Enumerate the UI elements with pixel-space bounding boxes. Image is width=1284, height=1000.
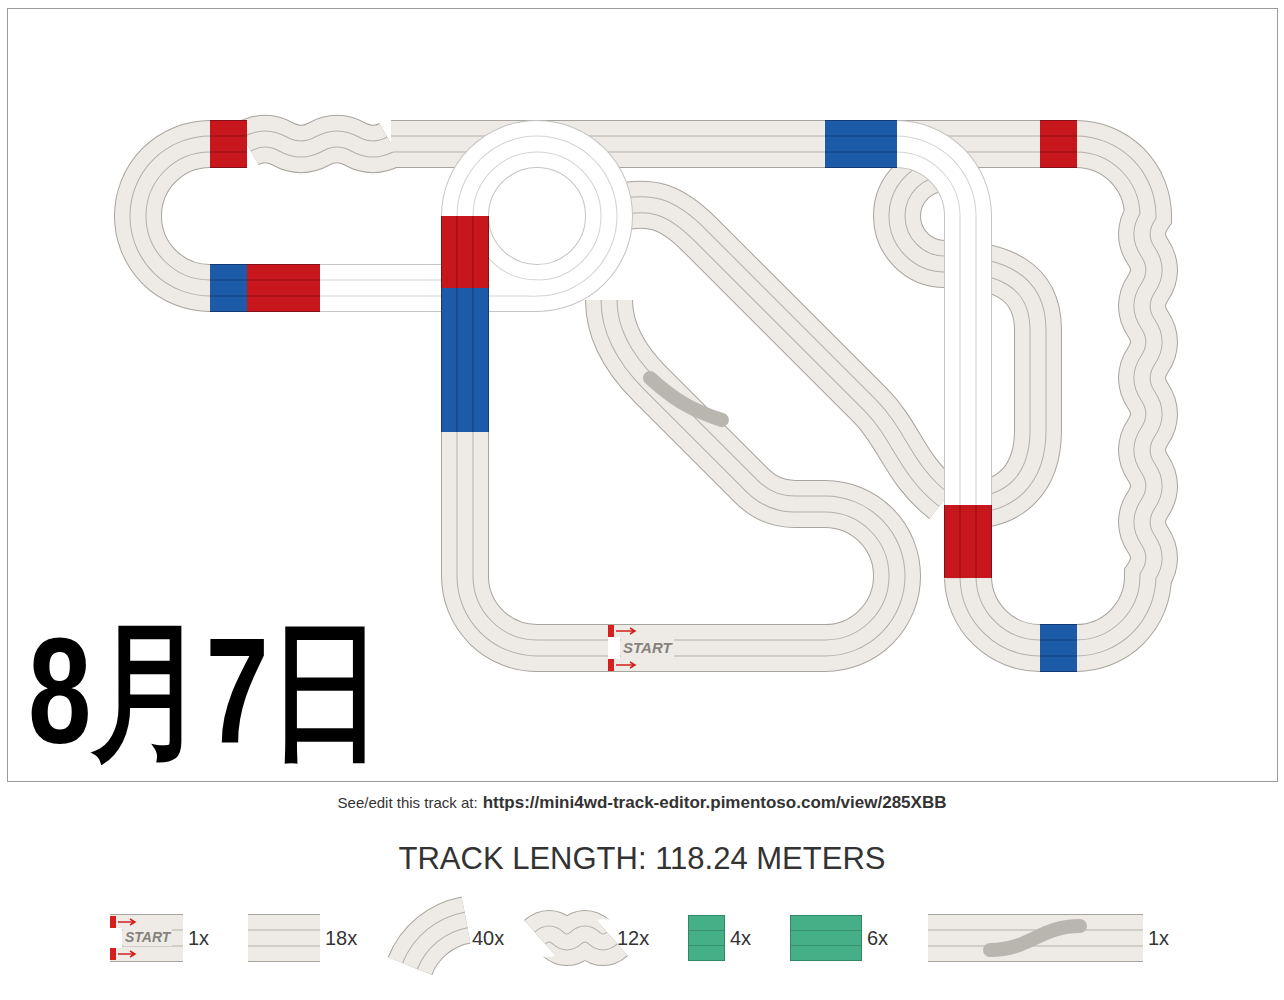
red-lane-line xyxy=(210,144,1077,578)
red-piece-outline xyxy=(210,144,1077,578)
legend-count: 12x xyxy=(617,926,649,950)
legend-count: 40x xyxy=(472,926,504,950)
legend-count: 6x xyxy=(867,926,888,950)
lane-change-bridge xyxy=(650,378,722,420)
blue-lane-line xyxy=(210,144,1077,648)
lane-change-bridge xyxy=(990,926,1080,950)
edit-link-url: https://mini4wd-track-editor.pimentoso.c… xyxy=(483,792,947,814)
blue-piece-outline xyxy=(210,144,1077,648)
white-lane-line xyxy=(320,144,968,505)
red-lane-surface xyxy=(210,144,1077,578)
legend-swatch xyxy=(790,915,862,961)
start-marker-text: START xyxy=(621,639,674,657)
track-length-title: TRACK LENGTH: 118.24 METERS xyxy=(0,840,1284,878)
start-bar xyxy=(110,948,116,960)
start-bar xyxy=(110,916,116,928)
date-heading: 8月7日 xyxy=(28,616,383,766)
blue-lane-surface xyxy=(210,144,1077,648)
start-bar xyxy=(608,625,614,637)
start-bar xyxy=(608,659,614,671)
blue-piece-surface xyxy=(210,144,1077,648)
legend-count: 1x xyxy=(1148,926,1169,950)
legend-start-text: START xyxy=(123,929,172,946)
start-line xyxy=(110,928,122,948)
white-lane-surface xyxy=(320,144,968,505)
legend-swatch xyxy=(688,915,725,961)
start-line xyxy=(608,637,620,659)
legend-count: 4x xyxy=(730,926,751,950)
edit-link-prefix: See/edit this track at: xyxy=(338,793,478,813)
red-piece-surface xyxy=(210,144,1077,578)
white-piece-surface xyxy=(320,144,968,505)
legend-count: 18x xyxy=(325,926,357,950)
white-piece-outline xyxy=(320,144,968,505)
legend-count: 1x xyxy=(188,926,209,950)
